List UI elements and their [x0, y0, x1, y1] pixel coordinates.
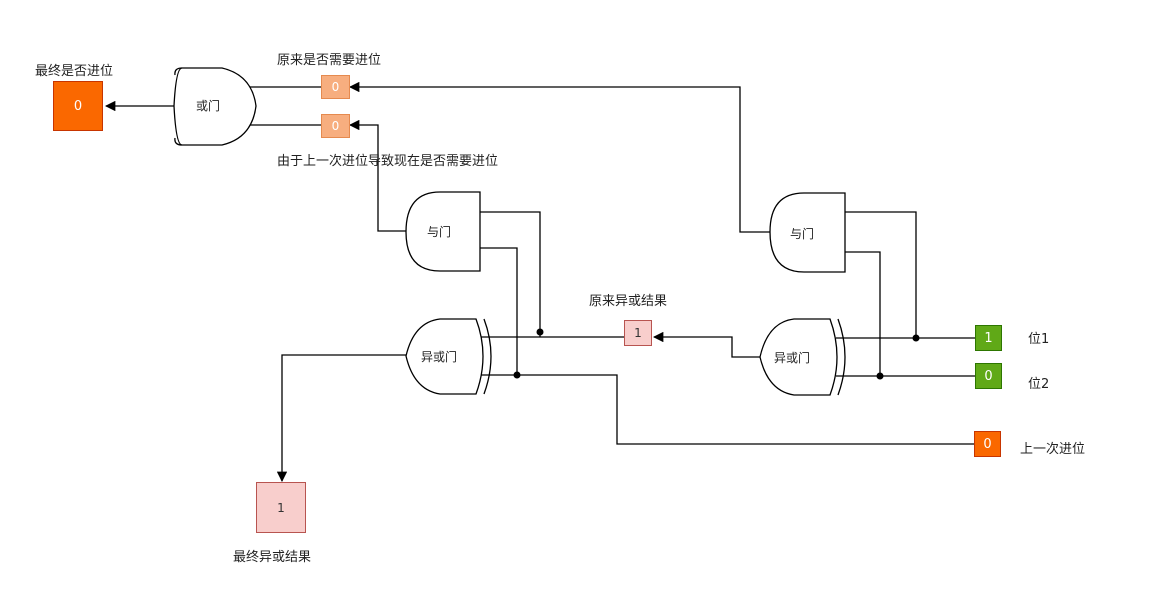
wire-orig-xor-to-left-and [480, 211, 541, 337]
orig-xor-box[interactable]: 1 [624, 320, 652, 346]
wire-right-xor-to-orig-xor [652, 331, 760, 358]
and-gate-right-label: 与门 [790, 226, 814, 241]
prev-carry-value: 0 [983, 436, 992, 452]
bit1-box[interactable]: 1 [975, 325, 1002, 351]
wire-prev-carry-to-left-xor [478, 374, 974, 445]
xor-gate-left[interactable] [405, 318, 492, 395]
final-xor-value: 1 [277, 500, 285, 515]
wire-right-and-to-orig-carry [348, 81, 770, 233]
prev-carry-label: 上一次进位 [1020, 442, 1086, 457]
junction-dot [876, 372, 884, 380]
junction-dot [536, 328, 544, 336]
xor-gate-right-label: 异或门 [774, 350, 810, 365]
orig-carry-title: 原来是否需要进位 [277, 53, 382, 68]
and-gate-left-label: 与门 [427, 224, 451, 239]
bit2-value: 0 [984, 368, 993, 384]
wire-prev-carry-to-left-and [480, 247, 518, 375]
carry-from-prev-value: 0 [331, 119, 340, 133]
final-carry-title: 最终是否进位 [35, 64, 114, 79]
orig-xor-value: 1 [634, 326, 642, 340]
final-xor-title: 最终异或结果 [233, 550, 312, 565]
prev-carry-box[interactable]: 0 [974, 431, 1001, 457]
wire-left-and-to-carry-prev [348, 119, 406, 232]
bit2-box[interactable]: 0 [975, 363, 1002, 389]
final-carry-box[interactable]: 0 [53, 81, 103, 131]
and-gate-right[interactable] [769, 192, 846, 273]
orig-carry-value: 0 [331, 80, 340, 94]
final-xor-box[interactable]: 1 [256, 482, 306, 533]
bit1-value: 1 [984, 330, 993, 346]
wire-bit2-to-and [845, 251, 881, 376]
xor-gate-left-label: 异或门 [421, 349, 457, 364]
wire-left-xor-to-final-xor [276, 354, 406, 483]
orig-xor-title: 原来异或结果 [589, 294, 668, 309]
and-gate-left[interactable] [405, 191, 481, 272]
bit1-label: 位1 [1028, 332, 1050, 347]
carry-from-prev-title: 由于上一次进位导致现在是否需要进位 [277, 154, 499, 169]
junction-dot [912, 334, 920, 342]
bit2-label: 位2 [1028, 377, 1050, 392]
or-gate-label: 或门 [196, 98, 220, 113]
or-gate[interactable] [173, 67, 257, 146]
xor-gate-right[interactable] [759, 318, 846, 396]
orig-carry-box[interactable]: 0 [321, 75, 350, 99]
carry-from-prev-box[interactable]: 0 [321, 114, 350, 138]
wire-bit1-to-and [845, 211, 917, 338]
junction-dot [513, 371, 521, 379]
final-carry-value: 0 [73, 98, 83, 114]
